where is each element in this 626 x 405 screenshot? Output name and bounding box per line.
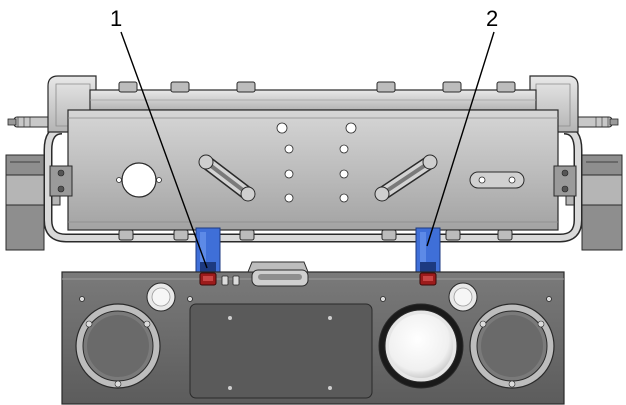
studs bbox=[79, 275, 552, 302]
callout-1-leader bbox=[120, 31, 208, 269]
porthole-right bbox=[469, 303, 555, 389]
slot-right bbox=[374, 154, 438, 202]
manifold-bar bbox=[89, 89, 537, 111]
gauge-disc-left bbox=[146, 282, 176, 312]
porthole-center bbox=[378, 303, 464, 389]
pivot-block-right bbox=[553, 165, 577, 197]
bolt bbox=[118, 81, 138, 93]
pivot-block-left bbox=[49, 165, 73, 197]
callout-1-label: 1 bbox=[110, 6, 122, 31]
panel-handle bbox=[247, 261, 309, 287]
manifold-bolts bbox=[118, 81, 516, 93]
bracket-left bbox=[195, 227, 221, 273]
plate-bottom-bolts bbox=[118, 229, 513, 241]
callout-2: 2 bbox=[426, 6, 498, 247]
tube-frame bbox=[43, 125, 583, 243]
bolt bbox=[236, 81, 256, 93]
hose-connector-left bbox=[7, 116, 53, 128]
red-bolt-right bbox=[419, 272, 437, 286]
bolt bbox=[376, 81, 396, 93]
callout-1: 1 bbox=[110, 6, 208, 269]
hole-grid bbox=[276, 122, 357, 203]
gauge-disc-right bbox=[448, 282, 478, 312]
red-bolt-left bbox=[199, 272, 217, 286]
bolt bbox=[442, 81, 462, 93]
bolt bbox=[170, 81, 190, 93]
porthole-left bbox=[75, 303, 161, 389]
mounting-hole-large bbox=[116, 162, 162, 198]
access-cover bbox=[189, 303, 373, 399]
slot-horizontal bbox=[469, 171, 525, 189]
callout-2-label: 2 bbox=[486, 6, 498, 31]
bracket-right bbox=[415, 227, 441, 273]
slot-left bbox=[198, 154, 256, 202]
callout-2-leader bbox=[426, 31, 495, 247]
hose-connector-right bbox=[573, 116, 619, 128]
bolt bbox=[496, 81, 516, 93]
